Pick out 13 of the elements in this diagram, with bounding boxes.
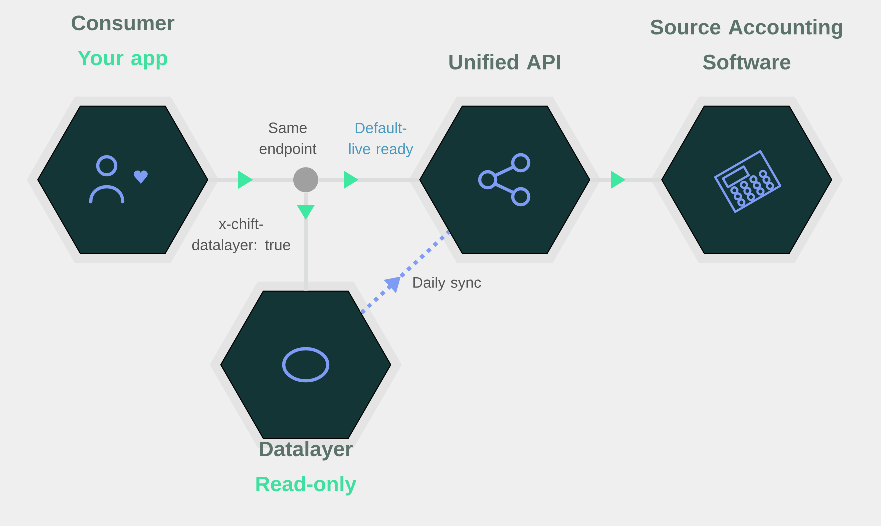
edge-label: Default- live ready <box>350 122 414 158</box>
node-label: Read-only <box>256 476 357 496</box>
hexagon-node: Source Accounting Software <box>650 19 843 264</box>
edge-label: Daily sync <box>414 277 482 291</box>
node-label: Source Accounting Software <box>650 19 842 70</box>
edge-label: x-chift- datalayer: true <box>192 218 290 254</box>
node-label: Consumer <box>72 16 175 31</box>
node-label: Your app <box>78 50 168 70</box>
junction-dot <box>294 168 318 192</box>
arrow <box>360 230 451 315</box>
node-label: Unified API <box>450 54 560 70</box>
hexagon-node: Datalayer Read-only <box>210 282 402 496</box>
node-caption: Same endpoint <box>260 122 317 158</box>
